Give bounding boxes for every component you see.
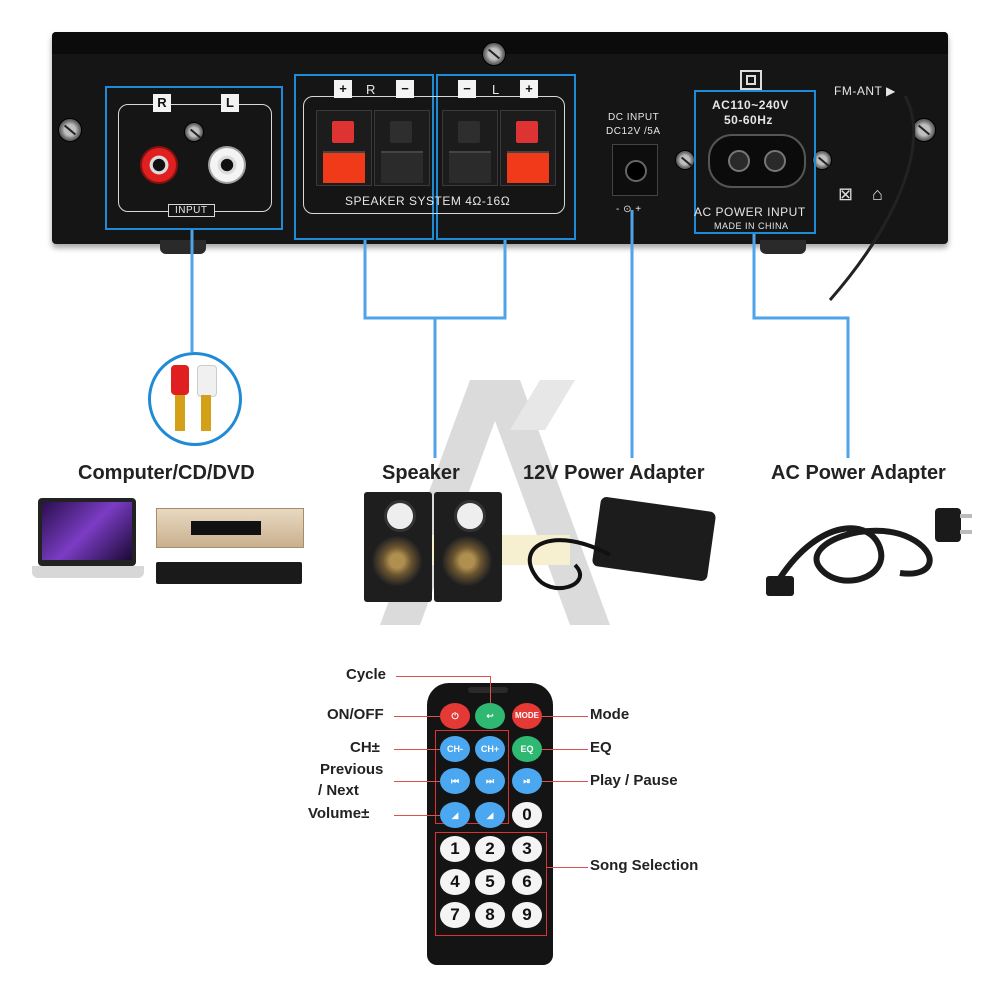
digit-2-button[interactable]: 2 <box>475 836 505 862</box>
computer-cd-dvd-label: Computer/CD/DVD <box>78 462 255 484</box>
speaker-terminal-red <box>316 110 372 186</box>
ac-highlight-box <box>694 90 816 234</box>
callout-line <box>394 749 440 750</box>
screw-icon <box>482 42 506 66</box>
digit-5-button[interactable]: 5 <box>475 869 505 895</box>
ch-minus-button[interactable]: CH- <box>440 736 470 762</box>
digit-9-button[interactable]: 9 <box>512 902 542 928</box>
12v-power-adapter-label: 12V Power Adapter <box>523 462 705 484</box>
double-insulation-icon <box>740 70 762 90</box>
ch-group-outline <box>435 730 509 824</box>
speaker-r-label: R <box>366 82 376 97</box>
input-highlight-box <box>105 86 283 230</box>
speaker-plus-label: + <box>520 80 538 98</box>
eq-label: EQ <box>590 739 612 756</box>
number-group-outline <box>435 832 547 936</box>
ac-power-cord-icon <box>766 508 972 596</box>
speaker-label: Speaker <box>382 462 460 484</box>
panel-foot <box>760 240 806 254</box>
input-label: INPUT <box>168 204 215 217</box>
rca-red-jack <box>140 146 178 184</box>
mode-button[interactable]: MODE <box>512 703 542 729</box>
speaker-terminal-black <box>442 110 498 186</box>
digit-3-button[interactable]: 3 <box>512 836 542 862</box>
next-button[interactable]: ⏭ <box>475 768 505 794</box>
digit-6-button[interactable]: 6 <box>512 869 542 895</box>
speaker-minus-label: − <box>458 80 476 98</box>
mode-label: Mode <box>590 706 630 723</box>
on-off-label: ON/OFF <box>327 706 384 723</box>
input-l-label: L <box>221 94 239 112</box>
digit-8-button[interactable]: 8 <box>475 902 505 928</box>
previous-button[interactable]: ⏮ <box>440 768 470 794</box>
cycle-label: Cycle <box>346 666 387 683</box>
callout-line <box>394 781 440 782</box>
dvd-player-icon <box>156 562 302 584</box>
eq-button[interactable]: EQ <box>512 736 542 762</box>
ac-frequency-label: 50-60Hz <box>724 113 773 127</box>
speaker-l-label: L <box>492 82 500 97</box>
digit-7-button[interactable]: 7 <box>440 902 470 928</box>
speaker-terminal-red <box>500 110 556 186</box>
ch-plus-button[interactable]: CH+ <box>475 736 505 762</box>
screw-icon <box>912 118 936 142</box>
callout-line <box>394 815 440 816</box>
rca-white-jack <box>208 146 246 184</box>
cd-player-icon <box>156 508 304 548</box>
dc-rating-label: DC12V /5A <box>606 126 661 137</box>
power-button[interactable]: ⏻ <box>440 703 470 729</box>
ac-power-input-label: AC POWER INPUT <box>694 205 806 219</box>
digit-1-button[interactable]: 1 <box>440 836 470 862</box>
ac-power-adapter-label: AC Power Adapter <box>771 462 946 484</box>
rca-plug-callout <box>148 352 242 446</box>
callout-line <box>542 781 588 782</box>
speaker-right-highlight-box <box>294 74 434 240</box>
indoor-use-icon: ⌂ <box>872 184 883 204</box>
play-pause-label: Play / Pause <box>590 772 678 789</box>
speaker-icon <box>364 492 432 602</box>
dc-polarity-icon: - ⊙ + <box>616 204 642 215</box>
previous-label: Previous <box>320 761 384 778</box>
dc-jack <box>612 144 658 196</box>
cycle-button[interactable]: ↩ <box>475 703 505 729</box>
speaker-plus-label: + <box>334 80 352 98</box>
adapter-cable-icon <box>527 538 611 591</box>
callout-line <box>542 716 588 717</box>
ac-voltage-label: AC110~240V <box>712 98 789 112</box>
ir-window <box>468 687 508 693</box>
volume-down-button[interactable]: ◢ <box>440 802 470 828</box>
screw-icon <box>184 122 204 142</box>
ch-label: CH± <box>350 739 380 756</box>
made-in-china-label: MADE IN CHINA <box>714 221 789 231</box>
speaker-left-highlight-box <box>436 74 576 240</box>
speaker-minus-label: − <box>396 80 414 98</box>
callout-line <box>396 676 491 677</box>
panel-foot <box>160 240 206 254</box>
volume-label: Volume± <box>308 805 370 822</box>
speaker-icon <box>434 492 502 602</box>
speaker-outline <box>303 96 565 214</box>
callout-line <box>490 676 491 703</box>
callout-line <box>394 716 440 717</box>
laptop-icon <box>32 498 144 588</box>
weee-bin-icon: ⊠ <box>838 184 854 204</box>
song-selection-label: Song Selection <box>590 857 699 874</box>
play-pause-button[interactable]: ⏯ <box>512 768 542 794</box>
digit-4-button[interactable]: 4 <box>440 869 470 895</box>
screw-icon <box>812 150 832 170</box>
digit-0-button[interactable]: 0 <box>512 802 542 828</box>
next-label: / Next <box>318 782 359 799</box>
speaker-system-label: SPEAKER SYSTEM 4Ω-16Ω <box>345 194 511 208</box>
ac-socket <box>708 134 806 188</box>
screw-icon <box>58 118 82 142</box>
dc-input-label: DC INPUT <box>608 112 660 123</box>
fm-ant-label: FM-ANT ▶ <box>834 84 896 98</box>
callout-line <box>542 749 588 750</box>
speaker-terminal-black <box>374 110 430 186</box>
callout-line <box>547 867 588 868</box>
input-r-label: R <box>153 94 171 112</box>
volume-up-button[interactable]: ◢ <box>475 802 505 828</box>
